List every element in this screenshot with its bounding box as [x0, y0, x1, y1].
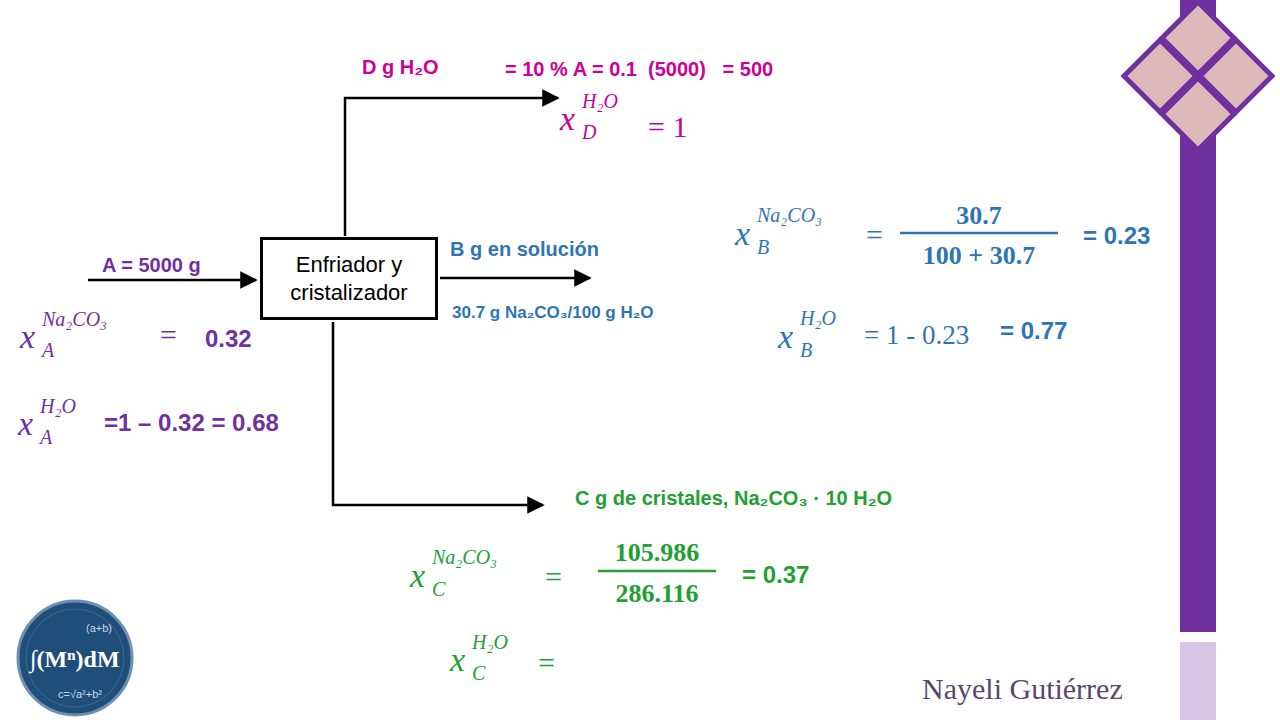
- subscript: C: [472, 662, 485, 685]
- value: = 0.23: [1083, 222, 1150, 250]
- subscript: C: [432, 578, 445, 601]
- fraction-symbol: x: [560, 100, 575, 138]
- calculation: = 10 % A = 0.1 (5000) = 500: [505, 58, 773, 81]
- superscript: H₂O: [582, 90, 618, 113]
- logo-doodle: (a+b): [86, 622, 112, 634]
- flow-arrow: [88, 279, 256, 282]
- value: 0.32: [205, 325, 252, 353]
- logo-badge: [18, 601, 132, 715]
- numerator: 105.986: [615, 538, 700, 568]
- flow-arrow: [440, 277, 590, 280]
- logo-text: ∫(Mⁿ)dM: [30, 646, 120, 673]
- superscript: H₂O: [40, 395, 76, 418]
- fraction-symbol: x: [450, 641, 465, 679]
- subscript: A: [40, 426, 52, 449]
- logo-doodle: c=√a²+b²: [58, 688, 102, 700]
- fraction-symbol: x: [18, 405, 33, 443]
- denominator: 286.116: [615, 579, 698, 609]
- flow-arrow: [333, 322, 543, 505]
- process-box: Enfriador y cristalizador: [260, 237, 438, 320]
- stream-label: D g H₂O: [362, 56, 439, 79]
- fraction-bar: [900, 232, 1058, 235]
- subscript: B: [800, 339, 812, 362]
- stream-label: B g en solución: [450, 238, 599, 261]
- fraction-symbol: x: [20, 318, 35, 356]
- superscript: Na₂CO₃: [42, 308, 107, 331]
- calculation: = 1 - 0.23: [864, 320, 969, 351]
- superscript: H₂O: [800, 307, 836, 330]
- value: = 0.37: [742, 561, 809, 589]
- equals-sign: =: [160, 318, 177, 352]
- author-signature: Nayeli Gutiérrez: [922, 672, 1123, 706]
- stream-label: C g de cristales, Na₂CO₃ · 10 H₂O: [575, 487, 892, 510]
- value: = 1: [648, 110, 687, 144]
- equals-sign: =: [866, 218, 883, 252]
- superscript: Na₂CO₃: [757, 204, 822, 227]
- diamond-ornament: [1124, 2, 1272, 150]
- box-label: Enfriador y cristalizador: [263, 251, 435, 306]
- subscript: B: [757, 236, 769, 259]
- numerator: 30.7: [956, 201, 1002, 231]
- fraction-symbol: x: [735, 215, 750, 253]
- fraction-symbol: x: [778, 318, 793, 356]
- subscript: A: [42, 339, 54, 362]
- concentration: 30.7 g Na₂CO₃/100 g H₂O: [452, 303, 654, 323]
- subscript: D: [582, 121, 596, 144]
- denominator: 100 + 30.7: [923, 241, 1035, 271]
- equals-sign: =: [538, 646, 555, 680]
- side-bar-faded: [1180, 642, 1216, 720]
- superscript: H₂O: [472, 631, 508, 654]
- flow-arrow: [345, 98, 558, 236]
- stream-label: A = 5000 g: [102, 254, 201, 277]
- equals-sign: =: [545, 560, 562, 594]
- superscript: Na₂CO₃: [432, 546, 497, 569]
- value: = 0.77: [1000, 317, 1067, 345]
- fraction-symbol: x: [410, 557, 425, 595]
- calculation: =1 – 0.32 = 0.68: [104, 409, 279, 437]
- fraction-bar: [598, 570, 716, 573]
